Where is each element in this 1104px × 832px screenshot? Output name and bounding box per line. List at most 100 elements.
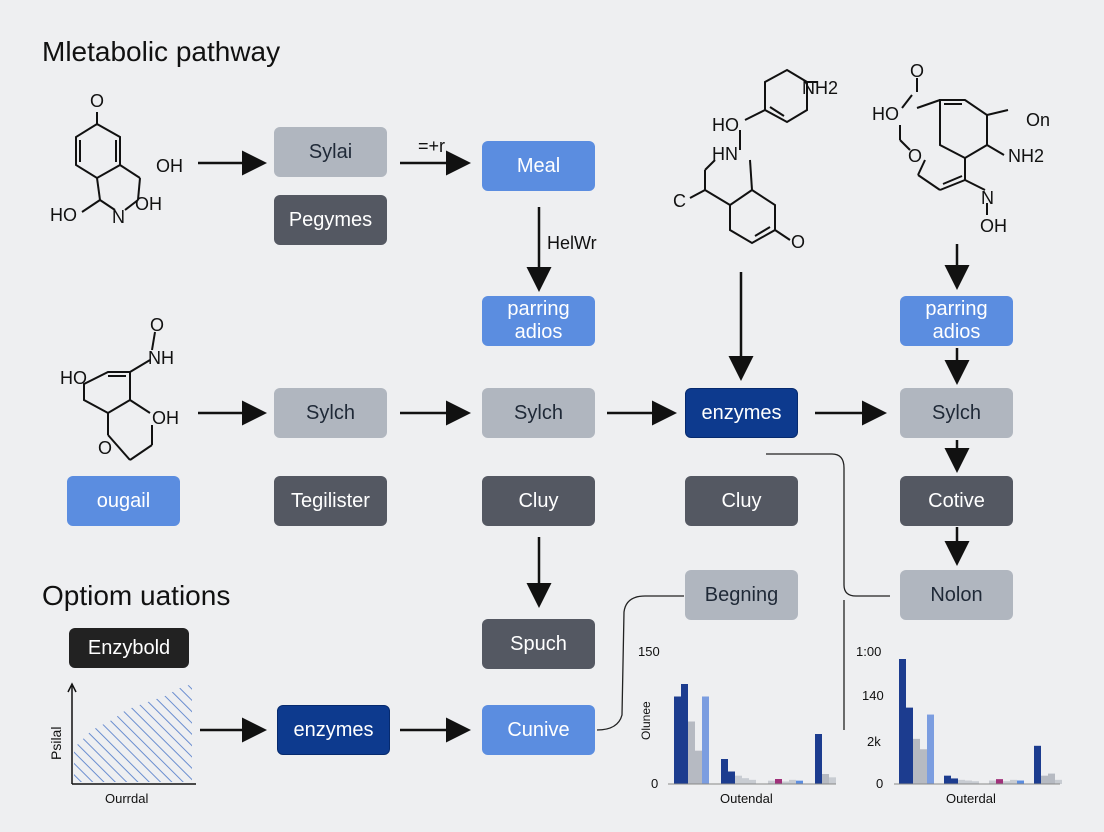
chart3-ytick-1: 1:00 (856, 644, 881, 659)
node-pegymes[interactable]: Pegymes (274, 195, 387, 245)
bar-chart-2 (674, 684, 836, 784)
molecule-4 (899, 78, 1009, 215)
m4-label-o2: O (908, 146, 922, 166)
bar-0-1 (906, 707, 913, 784)
bar-2-0 (989, 780, 996, 784)
node-cluy-2[interactable]: Cluy (685, 476, 798, 526)
node-sylch-1[interactable]: Sylch (274, 388, 387, 438)
arrow-label-plus-r: =+r (418, 136, 446, 156)
m4-label-on: On (1026, 110, 1050, 130)
node-enzymes-bottom[interactable]: enzymes (277, 705, 390, 755)
bar-1-1 (951, 778, 958, 784)
chart3-ytick-3: 2k (867, 734, 881, 749)
chart1-ylabel: Psilal (48, 727, 64, 760)
bar-0-2 (913, 738, 920, 784)
connector-cunive-begning (596, 595, 684, 731)
bar-0-4 (702, 696, 709, 784)
node-enzybold[interactable]: Enzybold (69, 628, 189, 668)
bar-2-3 (1010, 779, 1017, 784)
node-cluy-1[interactable]: Cluy (482, 476, 595, 526)
bar-2-4 (796, 780, 803, 784)
m3-label-o: O (791, 232, 805, 252)
node-parring-adios-1[interactable]: parring adios (482, 296, 595, 346)
chart2-xlabel: Outendal (720, 791, 773, 806)
m3-label-nh2: NH2 (802, 78, 838, 98)
bar-1-4 (972, 781, 979, 784)
bar-2-2 (782, 781, 789, 784)
bar-1-4 (749, 779, 756, 784)
bar-0-0 (674, 696, 681, 784)
molecule-1 (75, 112, 141, 213)
bar-0-3 (920, 749, 927, 784)
molecule-3 (689, 68, 818, 245)
m2-label-o: O (150, 315, 164, 335)
chart3-ytick-4: 0 (876, 776, 883, 791)
m2-label-nh: NH (148, 348, 174, 368)
bar-1-1 (728, 771, 735, 784)
node-sylai[interactable]: Sylai (274, 127, 387, 177)
m4-label-nh2: NH2 (1008, 146, 1044, 166)
m2-label-o2: O (98, 438, 112, 458)
node-cunive[interactable]: Cunive (482, 705, 595, 755)
bar-3-2 (829, 777, 836, 784)
chart-area-1 (67, 682, 196, 785)
node-begning[interactable]: Begning (685, 570, 798, 620)
m3-label-c: C (673, 191, 686, 211)
bar-0-4 (927, 714, 934, 784)
m4-label-n: N (981, 188, 994, 208)
m4-label-o1: O (910, 61, 924, 81)
node-sylch-2[interactable]: Sylch (482, 388, 595, 438)
bar-1-0 (944, 775, 951, 784)
chart3-xlabel: Outerdal (946, 791, 996, 806)
m4-label-oh: OH (980, 216, 1007, 236)
chart2-ytick-zero: 0 (651, 776, 658, 791)
bar-3-1 (822, 774, 829, 784)
m3-label-ho: HO (712, 115, 739, 135)
m1-label-o: O (90, 91, 104, 111)
bar-3-2 (1048, 773, 1055, 784)
m2-label-ho: HO (60, 368, 87, 388)
bar-2-1 (775, 779, 782, 784)
bar-3-0 (1034, 745, 1041, 784)
bar-chart-3 (899, 659, 1062, 784)
bar-1-0 (721, 759, 728, 784)
bar-0-3 (695, 750, 702, 784)
bar-0-0 (899, 659, 906, 784)
bar-2-2 (1003, 781, 1010, 784)
node-sylch-3[interactable]: Sylch (900, 388, 1013, 438)
bar-1-2 (735, 775, 742, 784)
node-cotive[interactable]: Cotive (900, 476, 1013, 526)
arrow-label-helwr: HelWr (547, 233, 597, 253)
bar-1-3 (742, 778, 749, 784)
molecule-2 (83, 331, 156, 461)
node-enzymes-main[interactable]: enzymes (685, 388, 798, 438)
m1-label-n: N (112, 207, 125, 227)
m4-label-ho: HO (872, 104, 899, 124)
m1-label-oh2: OH (135, 194, 162, 214)
bar-3-0 (815, 734, 822, 784)
node-meal[interactable]: Meal (482, 141, 595, 191)
bar-1-3 (965, 780, 972, 784)
m2-label-oh: OH (152, 408, 179, 428)
node-tegilister[interactable]: Tegilister (274, 476, 387, 526)
bar-0-2 (688, 721, 695, 784)
area-fill (74, 684, 192, 782)
bar-2-1 (996, 779, 1003, 784)
bar-3-1 (1041, 775, 1048, 784)
chart2-ylabel: Olunee (639, 701, 653, 740)
m1-label-oh1: OH (156, 156, 183, 176)
bar-3-3 (1055, 779, 1062, 784)
section-title-options: Optiom uations (42, 580, 231, 611)
bar-0-1 (681, 684, 688, 784)
chart3-ytick-2: 140 (862, 688, 884, 703)
node-spuch[interactable]: Spuch (482, 619, 595, 669)
node-nolon[interactable]: Nolon (900, 570, 1013, 620)
connector-enzymes-bracket (766, 453, 890, 597)
bar-2-0 (768, 780, 775, 784)
bar-1-2 (958, 779, 965, 784)
node-parring-adios-2[interactable]: parring adios (900, 296, 1013, 346)
bar-2-4 (1017, 780, 1024, 784)
bar-2-3 (789, 779, 796, 784)
node-ougail[interactable]: ougail (67, 476, 180, 526)
